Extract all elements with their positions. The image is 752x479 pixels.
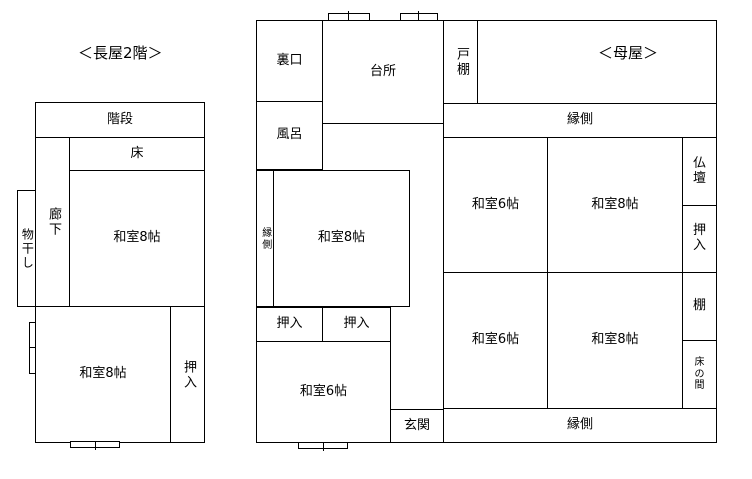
main-room-sw: 和室6帖 xyxy=(443,272,548,409)
window-mullion xyxy=(348,11,349,21)
main-veranda-bottom: 縁側 xyxy=(443,408,717,443)
kitchen-window-left xyxy=(328,13,370,21)
window-mullion xyxy=(323,442,324,451)
main-room-center: 和室8帖 xyxy=(273,170,410,307)
main-veranda-top: 縁側 xyxy=(443,103,717,138)
window-mullion xyxy=(29,347,36,348)
main-kitchen: 台所 xyxy=(322,20,444,124)
main-alcove: 床の間 xyxy=(682,340,717,409)
main-room-bottom-left: 和室6帖 xyxy=(256,341,391,443)
main-room-nw: 和室6帖 xyxy=(443,137,548,273)
annex-room-upper: 和室8帖 xyxy=(69,170,205,307)
main-back-door: 裏口 xyxy=(256,20,323,102)
window-mullion xyxy=(418,11,419,21)
main-entrance: 玄関 xyxy=(390,409,444,443)
main-bath: 風呂 xyxy=(256,101,323,170)
main-closet-east: 押入 xyxy=(682,205,717,273)
annex-floor: 床 xyxy=(69,137,205,171)
annex-stairs: 階段 xyxy=(35,102,205,138)
annex-drying-area: 物干し xyxy=(17,190,36,307)
kitchen-window-right xyxy=(400,13,438,21)
annex-closet: 押入 xyxy=(170,306,205,443)
main-room-ne: 和室8帖 xyxy=(547,137,683,273)
main-room-se: 和室8帖 xyxy=(547,272,683,409)
annex-corridor: 廊下 xyxy=(35,137,70,307)
main-shelf: 棚 xyxy=(682,272,717,341)
main-closet-right: 押入 xyxy=(322,307,391,342)
main-closet-left: 押入 xyxy=(256,307,323,342)
annex-title: ＜長屋2階＞ xyxy=(78,44,163,62)
main-veranda-side: 縁側 xyxy=(256,170,274,307)
main-title: ＜母屋＞ xyxy=(598,44,659,62)
main-altar: 仏壇 xyxy=(682,137,717,206)
annex-window-west xyxy=(29,322,36,374)
annex-room-lower: 和室8帖 xyxy=(35,306,171,443)
window-mullion xyxy=(95,441,96,450)
main-cupboard: 戸棚 xyxy=(443,20,478,104)
